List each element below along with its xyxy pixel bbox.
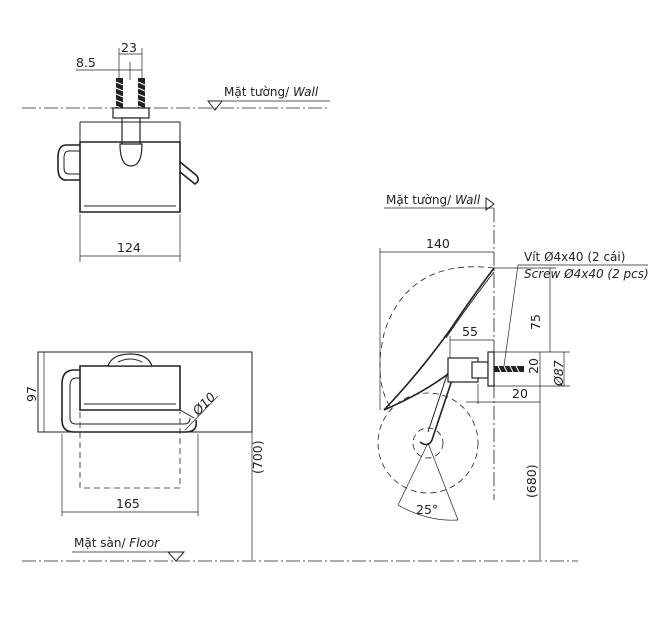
side-view-bar-inner [427,365,451,433]
top-view-center-bump [119,143,143,167]
top-view-left-hook [57,144,80,181]
screw-label-vi: Vít Ø4x40 (2 cái) [524,250,625,264]
side-view-screw-threads [497,365,520,373]
dim-680-label: (680) [524,464,539,498]
side-view-open-cover-arc [379,266,495,411]
screw-leader [503,264,519,367]
side-view-cover-front [383,267,495,411]
dim-dia10-leader [184,395,219,431]
dim-165-label: 165 [116,496,140,511]
front-view-knob-detail [117,358,143,363]
floor-symbol-icon [166,551,186,562]
side-view-cover-inner [445,271,495,339]
side-view-screw [494,366,524,372]
dim-dia10-label: Ø10 [189,389,219,419]
front-view-cover [79,365,181,411]
side-view-roll-core [412,427,444,459]
dim-dia87-label: Ø87 [551,360,566,387]
side-view-wall-label: Mặt tường/ Wall [386,193,481,207]
side-view-wall-plate [487,351,495,387]
screw-label-en: Screw Ø4x40 (2 pcs) [524,267,649,281]
dim-23-label: 23 [121,40,137,55]
front-view-bar [61,369,198,433]
dim-700-label: (700) [250,440,265,474]
dim-140-label: 140 [426,236,450,251]
front-view-roll [79,412,181,489]
angle-ray-left [397,442,429,506]
dim-124-label: 124 [117,240,141,255]
top-view-right-tip [179,161,200,185]
side-view-cover-bottom [383,365,459,411]
side-view-bracket-plate [471,361,489,379]
top-view-wall-label: Mặt tường/ Wall [224,85,319,99]
front-view-bar-tip [179,409,195,419]
dim-75-label: 75 [528,314,543,330]
top-view-left-hook-inner [63,150,80,175]
front-view: 97 Ø10 165 (700) [24,351,265,560]
dim-97-label: 97 [24,386,39,402]
dim-20h-label: 20 [512,386,528,401]
side-view-roll-circle [377,392,479,494]
front-view-bar-inner [69,377,191,425]
top-view: Mặt tường/ Wall 23 8.5 [22,40,330,262]
angle-arc [397,504,459,521]
floor: Mặt sàn/ Floor [22,536,578,562]
angle-ray-right [427,442,459,521]
top-view-cover-box [79,141,181,213]
floor-label: Mặt sàn/ Floor [74,536,160,550]
dim-55-label: 55 [462,324,478,339]
top-view-wall-symbol-icon [206,100,224,111]
top-view-bracket [112,107,150,119]
top-view-cover-sides [79,122,181,142]
front-view-top-knob [107,353,153,367]
dim-20v-label: 20 [526,358,541,374]
side-view-wall-symbol-icon [485,197,495,211]
dim-8-5-label: 8.5 [76,55,96,70]
angle-25-label: 25° [416,502,438,517]
side-view: Mặt tường/ Wall 140 Vít Ø4x40 (2 cái) Sc… [377,193,649,560]
